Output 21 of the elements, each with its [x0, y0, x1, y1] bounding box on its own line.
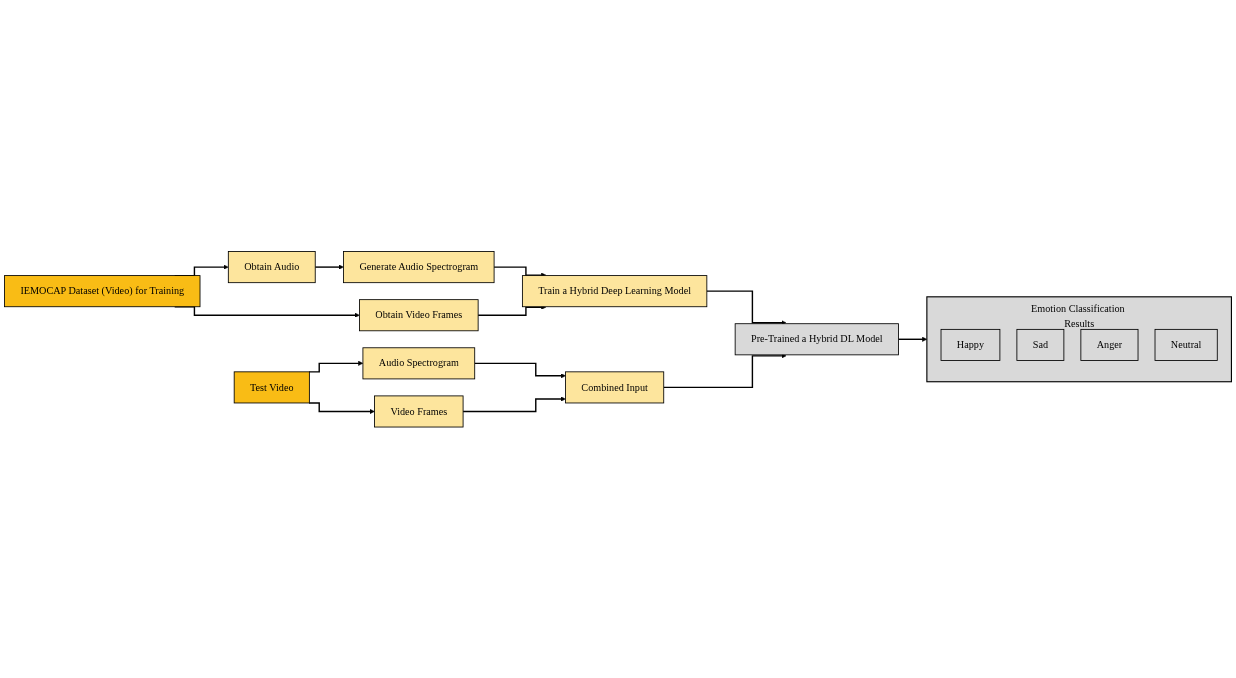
node-box: Obtain Video Frames: [359, 298, 479, 331]
arrow: [308, 402, 375, 414]
node-box: Train a Hybrid Deep Learning Model: [521, 274, 708, 307]
arrow: [462, 396, 566, 412]
node-box: Obtain Audio: [227, 250, 316, 283]
node-box: Sad: [1016, 328, 1065, 361]
node-box: Anger: [1080, 328, 1139, 361]
arrow: [474, 362, 566, 378]
arrow: [706, 290, 787, 325]
node-box: Audio Spectrogram: [362, 347, 476, 380]
arrow: [314, 264, 344, 270]
node-box: Video Frames: [374, 395, 464, 428]
node-box: Test Video: [233, 371, 310, 404]
node-box: IEMOCAP Dataset (Video) for Training: [4, 274, 201, 307]
node-box: Combined Input: [565, 371, 665, 404]
node-box: Pre-Trained a Hybrid DL Model: [734, 323, 899, 355]
arrow: [663, 353, 787, 388]
node-box: Generate Audio Spectrogram: [343, 250, 495, 283]
node-box: Happy: [940, 328, 1001, 361]
arrow: [308, 360, 364, 373]
node-box: Neutral: [1154, 328, 1218, 361]
